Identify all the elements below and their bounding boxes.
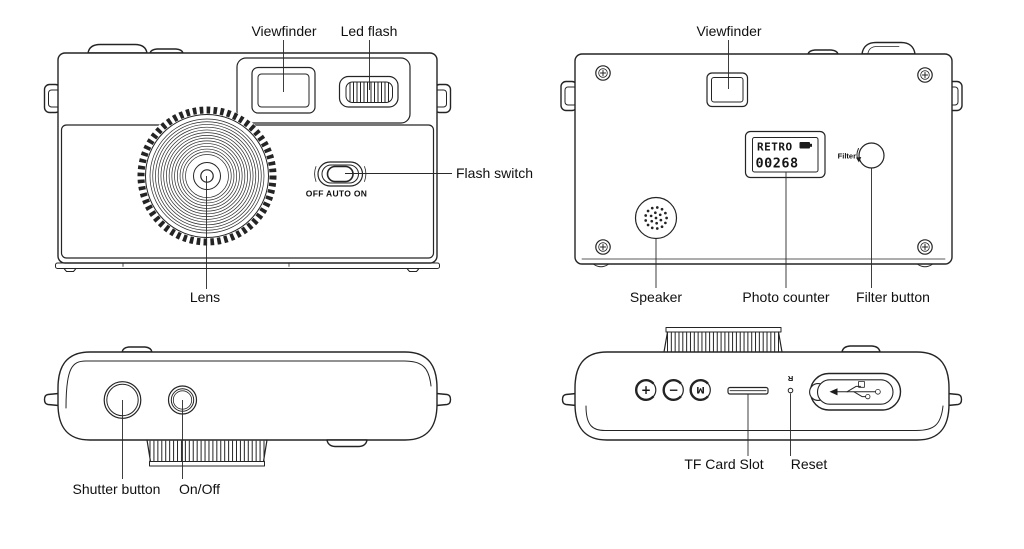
lcd-inner	[752, 137, 819, 173]
shutter-hump-profile	[87, 43, 148, 54]
label-lens: Lens	[190, 289, 220, 305]
screw-bottom-left	[595, 239, 611, 255]
plus-button: +	[635, 379, 657, 401]
label-reset: Reset	[791, 456, 828, 472]
strap-lug-left	[43, 392, 60, 407]
filter-button	[856, 142, 885, 169]
filter-rotate-arrowhead	[856, 157, 862, 163]
led-flash	[338, 75, 399, 108]
lens-barrel-side-right	[777, 331, 783, 353]
back-body	[574, 53, 953, 265]
battery-icon-tip	[810, 143, 812, 147]
label-tf-card-slot: TF Card Slot	[684, 456, 763, 472]
mode-glyph: M	[696, 384, 704, 394]
top-bump-small-back	[807, 49, 839, 55]
screw-top-left	[595, 65, 611, 81]
front-bottom-plate	[55, 262, 440, 269]
label-filter-button: Filter button	[856, 289, 930, 305]
viewfinder-back	[706, 72, 749, 108]
usb-port	[809, 372, 902, 411]
strap-lug-right	[435, 392, 452, 407]
lcd-outer	[744, 130, 826, 179]
lens-barrel-plate	[665, 327, 782, 333]
flash-switch-track	[321, 164, 359, 184]
flash-switch-deco-left	[314, 166, 317, 182]
viewfinder-back-inner	[711, 77, 744, 103]
flash-switch-outer	[317, 161, 364, 187]
label-photo-counter: Photo counter	[742, 289, 830, 305]
label-shutter-button: Shutter button	[73, 481, 161, 497]
battery-icon	[799, 142, 810, 149]
lens-barrel-plate	[149, 461, 265, 467]
filter-marking: Filter	[838, 152, 856, 161]
flash-switch	[314, 161, 367, 187]
lens-barrel-side-left	[663, 331, 669, 353]
top-bump	[841, 345, 881, 353]
top-body	[57, 351, 438, 441]
label-flash-switch: Flash switch	[456, 165, 533, 181]
label-on-off: On/Off	[179, 481, 220, 497]
back-foot-left	[593, 264, 609, 268]
front-view: OFF AUTO ON Viewfinder Led flash Flash s…	[43, 23, 533, 305]
lcd-brand-text: RETRO	[757, 141, 793, 154]
photo-counter-display: RETRO 00268	[744, 130, 826, 179]
reset-marking: R	[787, 374, 793, 383]
screw-bottom-right	[917, 239, 933, 255]
lens-barrel-ribs	[667, 332, 779, 352]
lens-barrel-ribs	[149, 440, 265, 461]
lens	[137, 106, 277, 246]
flash-switch-positions: OFF AUTO ON	[306, 189, 367, 199]
strap-lug-right	[946, 392, 963, 407]
shutter-hump-back-inner	[867, 46, 900, 54]
speaker-holes	[644, 206, 668, 230]
back-foot-right	[917, 264, 933, 268]
minus-button: −	[662, 379, 684, 401]
label-viewfinder-back: Viewfinder	[696, 23, 761, 39]
plus-glyph: +	[641, 383, 651, 397]
front-foot-left	[63, 268, 77, 272]
bottom-body-inner-edge	[585, 405, 944, 431]
bottom-bump	[326, 439, 368, 448]
mode-button: M	[689, 379, 711, 401]
led-flash-ribs	[349, 82, 389, 102]
strap-lug-left	[561, 392, 578, 407]
minus-glyph: −	[668, 383, 678, 397]
top-bump-small	[149, 48, 184, 54]
top-body-inner-edge	[65, 360, 432, 409]
back-view: RETRO 00268 Filter Viewfinder Speaker Ph…	[560, 23, 963, 305]
label-led-flash: Led flash	[341, 23, 398, 39]
tf-card-slot	[727, 386, 769, 395]
flash-switch-knob	[326, 165, 354, 183]
usb-icon	[829, 381, 881, 400]
speaker-grille	[634, 196, 678, 240]
lens-rings	[149, 118, 265, 234]
screw-top-right	[917, 67, 933, 83]
lens-aperture	[200, 169, 214, 183]
top-view: Shutter button On/Off	[43, 346, 452, 497]
bottom-view: + − M R	[561, 327, 963, 472]
lens-base	[137, 106, 277, 246]
front-foot-right	[406, 268, 420, 272]
shutter-bump-profile	[121, 346, 153, 353]
reset-hole	[787, 387, 794, 394]
filter-button-circle	[858, 142, 885, 169]
lens-knurled-ring	[137, 106, 277, 246]
lens-inner-ring	[193, 162, 221, 190]
lens-outer-ring	[145, 114, 269, 238]
lcd-counter-text: 00268	[756, 156, 799, 172]
label-speaker: Speaker	[630, 289, 682, 305]
front-top-panel	[236, 57, 411, 124]
label-viewfinder-front: Viewfinder	[251, 23, 316, 39]
shutter-hump-back	[861, 41, 916, 55]
